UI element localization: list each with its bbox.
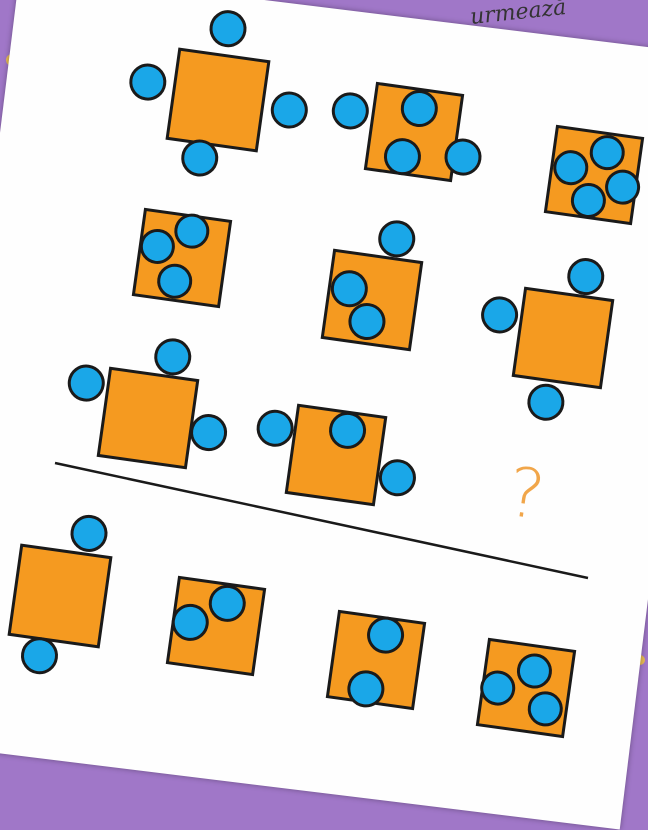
blue-circle bbox=[256, 409, 294, 447]
pattern-puzzle: .sq{fill:#f59a20;stroke:#1a1a1a;stroke-w… bbox=[0, 0, 648, 749]
blue-circle bbox=[378, 459, 416, 497]
blue-circle bbox=[67, 364, 105, 402]
blue-circle bbox=[20, 637, 58, 675]
grid-cell-r2c1 bbox=[133, 208, 230, 306]
blue-circle bbox=[527, 383, 565, 421]
blue-circle bbox=[70, 514, 108, 552]
grid-cell-r1c2 bbox=[326, 78, 488, 184]
grid-cell-r2c2 bbox=[322, 214, 427, 350]
grid-cell-r2c3 bbox=[469, 246, 618, 426]
grid-cell-r1c3 bbox=[545, 126, 645, 224]
grid-cell-r3c1 bbox=[60, 326, 238, 472]
blue-circle bbox=[154, 338, 192, 376]
orange-square bbox=[98, 368, 197, 467]
blue-circle bbox=[270, 91, 308, 129]
blue-circle bbox=[378, 220, 416, 258]
answer-option-a2[interactable] bbox=[167, 577, 264, 674]
blue-circle bbox=[209, 10, 247, 48]
grid-cell-r1c1 bbox=[119, 0, 318, 189]
blue-circle bbox=[567, 257, 605, 295]
orange-square bbox=[513, 288, 612, 387]
answer-option-a4[interactable] bbox=[476, 639, 574, 736]
orange-square bbox=[9, 545, 111, 647]
answer-option-a1[interactable] bbox=[4, 508, 116, 681]
answer-option-a3[interactable] bbox=[327, 611, 425, 712]
blue-circle bbox=[480, 296, 518, 334]
blue-circle bbox=[129, 63, 167, 101]
blue-circle bbox=[331, 92, 369, 130]
orange-square bbox=[167, 49, 269, 151]
blue-circle bbox=[189, 413, 227, 451]
grid-cell-r3c2 bbox=[250, 400, 423, 510]
